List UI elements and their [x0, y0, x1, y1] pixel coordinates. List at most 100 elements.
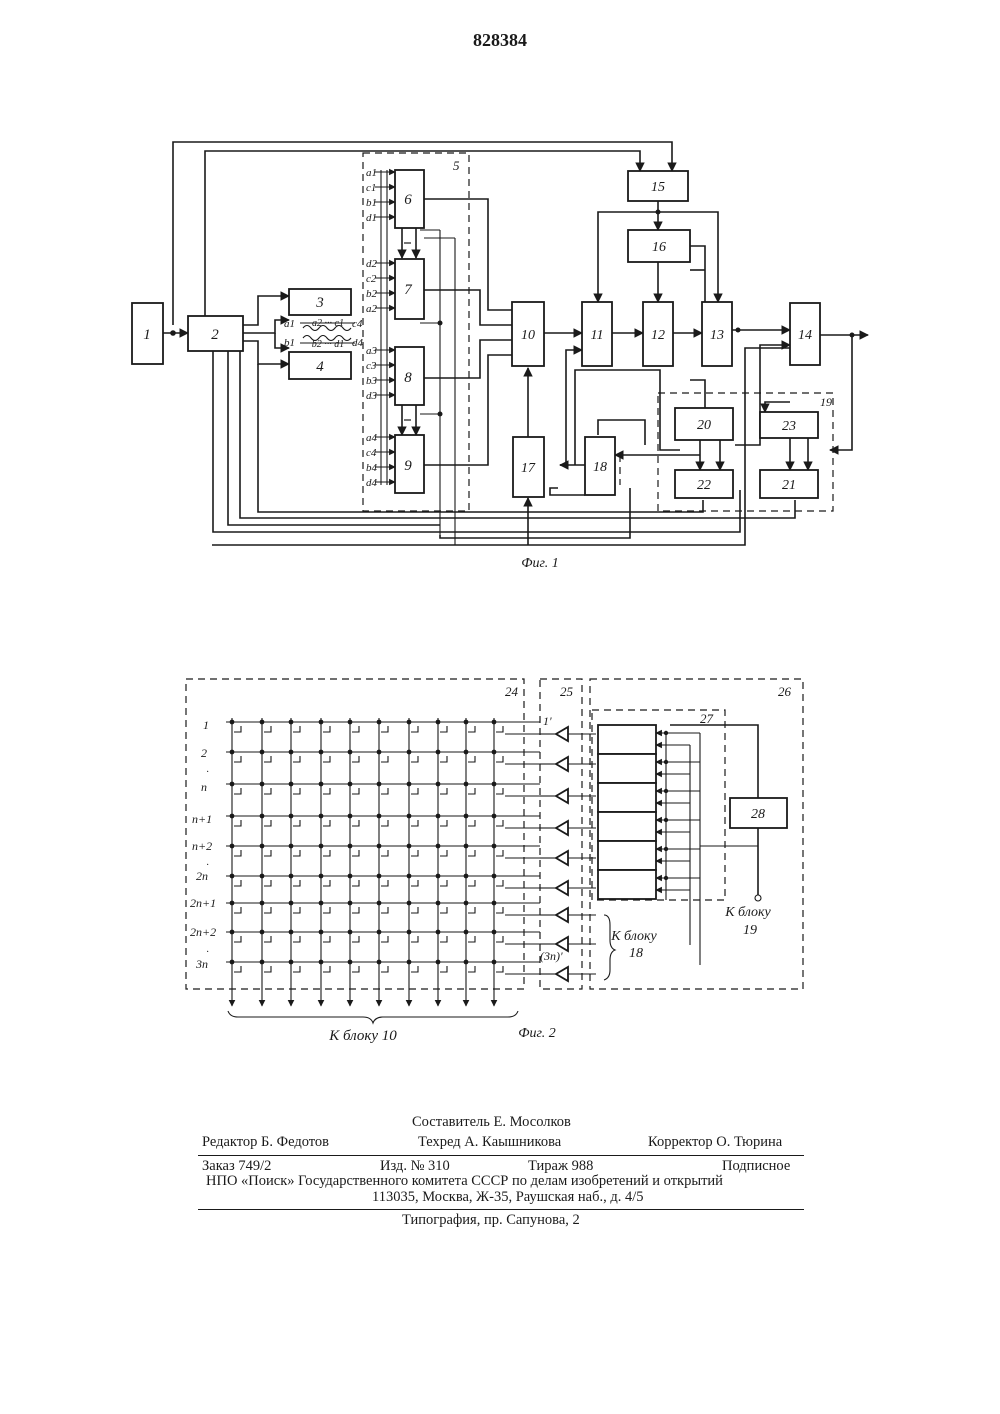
label-block-10: 10 [521, 328, 535, 343]
crosspoint-element [352, 966, 359, 972]
crosspoint-element [234, 907, 241, 913]
crosspoint-element [352, 820, 359, 826]
label-block-21: 21 [782, 478, 796, 493]
crosspoint-dot [289, 874, 294, 879]
switch-matrix [226, 718, 540, 1006]
label-block-20: 20 [697, 418, 711, 433]
crosspoint-element [411, 850, 418, 856]
crosspoint-element [381, 936, 388, 942]
driver-4 [556, 821, 568, 835]
crosspoint-element [293, 756, 300, 762]
label-block-4: 4 [316, 359, 324, 375]
crosspoint-element [234, 820, 241, 826]
crosspoint-dot [464, 874, 469, 879]
label-block-19: 19 [820, 395, 832, 409]
register-cell-6 [598, 870, 656, 899]
label-block-8: 8 [404, 370, 412, 386]
label-region-26: 26 [778, 684, 792, 699]
crosspoint-dot [492, 720, 497, 725]
label-a4: a4 [366, 432, 378, 444]
crosspoint-dot [319, 930, 324, 935]
crosspoint-element [381, 756, 388, 762]
crosspoint-element [496, 850, 503, 856]
crosspoint-element [440, 756, 447, 762]
driver-3 [556, 789, 568, 803]
label-mid-a1: a1 [284, 318, 295, 330]
crosspoint-element [323, 850, 330, 856]
crosspoint-dot [348, 844, 353, 849]
row-label-5: n+2 [192, 839, 212, 853]
crosspoint-dot [492, 960, 497, 965]
crosspoint-dot [377, 960, 382, 965]
label-block-16: 16 [652, 240, 666, 255]
label-a2: a2 [366, 303, 378, 315]
crosspoint-element [381, 966, 388, 972]
crosspoint-element [352, 880, 359, 886]
crosspoint-element [496, 726, 503, 732]
crosspoint-dot [319, 844, 324, 849]
crosspoint-dot [492, 874, 497, 879]
label-block-13: 13 [710, 328, 724, 343]
crosspoint-element [381, 850, 388, 856]
crosspoint-dot [436, 720, 441, 725]
label-a1: a1 [366, 167, 377, 179]
crosspoint-element [293, 880, 300, 886]
crosspoint-dot [289, 814, 294, 819]
driver-2 [556, 757, 568, 771]
crosspoint-element [440, 936, 447, 942]
crosspoint-dot [492, 750, 497, 755]
label-d2: d2 [366, 258, 378, 270]
crosspoint-dot [464, 782, 469, 787]
label-block-2: 2 [211, 327, 219, 343]
crosspoint-element [411, 907, 418, 913]
crosspoint-element [411, 966, 418, 972]
crosspoint-dot [230, 720, 235, 725]
label-c3: c3 [366, 360, 377, 372]
crosspoint-element [411, 756, 418, 762]
label-3n-prime: (3n)' [540, 949, 563, 963]
crosspoint-element [264, 820, 271, 826]
bus-3-4: a2 ··· c1 b2 ··· d1 a1 b1 c4 d4 [284, 318, 364, 350]
crosspoint-element [440, 880, 447, 886]
crosspoint-dot [436, 814, 441, 819]
row-dots-2: · [206, 860, 209, 871]
crosspoint-dot [289, 844, 294, 849]
crosspoint-element [264, 907, 271, 913]
crosspoint-element [468, 726, 475, 732]
crosspoint-dot [436, 844, 441, 849]
row-label-3: n [201, 780, 207, 794]
crosspoint-dot [407, 960, 412, 965]
label-a3: a3 [366, 345, 378, 357]
crosspoint-dot [230, 750, 235, 755]
crosspoint-dot [464, 750, 469, 755]
crosspoint-element [323, 756, 330, 762]
crosspoint-dot [436, 750, 441, 755]
crosspoint-element [293, 966, 300, 972]
crosspoint-element [352, 726, 359, 732]
label-block-5: 5 [453, 158, 460, 173]
label-to-block-18-line1: К блоку [610, 929, 657, 944]
footer-corrector: Корректор О. Тюрина [648, 1134, 782, 1151]
crosspoint-dot [260, 930, 265, 935]
footer-npo: НПО «Поиск» Государственного комитета СС… [206, 1173, 723, 1190]
crosspoint-element [293, 726, 300, 732]
crosspoint-dot [230, 814, 235, 819]
crosspoint-element [381, 820, 388, 826]
crosspoint-dot [348, 750, 353, 755]
crosspoint-element [264, 726, 271, 732]
label-b2: b2 [366, 288, 378, 300]
figure-2: 24 25 26 1 2 n n+1 n+2 2n 2n+1 2n+2 3n ·… [186, 679, 803, 1044]
label-d1: d1 [366, 212, 377, 224]
row-label-2: 2 [201, 746, 207, 760]
crosspoint-dot [260, 874, 265, 879]
crosspoint-dot [436, 901, 441, 906]
crosspoint-dot [260, 720, 265, 725]
label-block-14: 14 [798, 328, 812, 343]
crosspoint-element [352, 788, 359, 794]
label-block-17: 17 [521, 461, 536, 476]
label-block-9: 9 [404, 458, 412, 474]
crosspoint-element [411, 880, 418, 886]
crosspoint-dot [464, 960, 469, 965]
crosspoint-element [496, 756, 503, 762]
crosspoint-dot [260, 844, 265, 849]
